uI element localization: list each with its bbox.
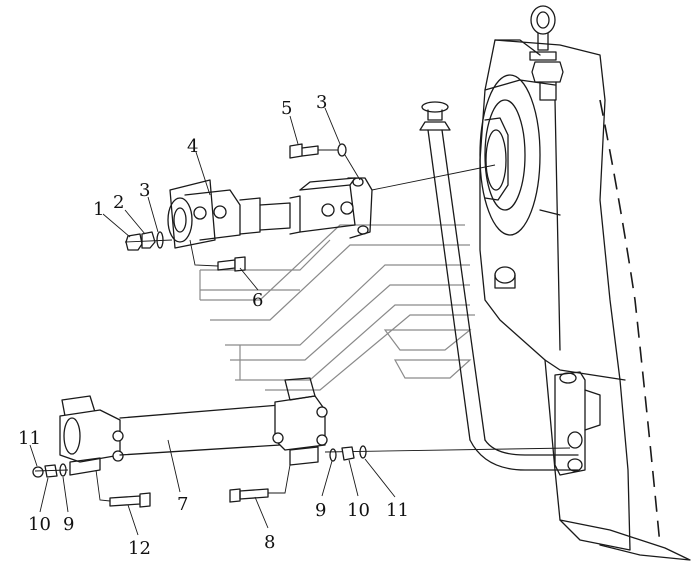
washer-11-left xyxy=(32,466,44,478)
nut-10-left xyxy=(44,464,58,478)
callout-8: 8 xyxy=(264,532,275,553)
bolt-6-axis xyxy=(189,239,219,267)
bolt-12 xyxy=(109,492,151,508)
bolt-5-alignment-line xyxy=(344,154,361,181)
callout-10-right: 10 xyxy=(347,500,370,521)
bolt-8 xyxy=(229,488,269,503)
gearbox-housing xyxy=(479,39,691,561)
callout-9-left: 9 xyxy=(63,514,74,535)
bolt-5 xyxy=(289,143,319,159)
nut-2 xyxy=(141,231,156,249)
callout-7: 7 xyxy=(177,494,188,515)
lower-alignment-line xyxy=(324,447,571,453)
callout-3-right: 3 xyxy=(316,92,327,113)
watermark-logo xyxy=(199,224,475,391)
callout-labels: 1 2 3 3 4 5 6 7 8 9 9 10 10 11 11 12 xyxy=(18,92,409,559)
callout-2: 2 xyxy=(113,192,124,213)
vertical-stay-pipe xyxy=(419,101,579,471)
callout-11-left: 11 xyxy=(18,428,41,449)
callout-5: 5 xyxy=(281,98,292,119)
callout-3-left: 3 xyxy=(139,180,150,201)
upper-hydraulic-cylinder xyxy=(167,177,373,249)
callout-10-left: 10 xyxy=(28,514,51,535)
lower-left-axis xyxy=(34,469,69,472)
callout-4: 4 xyxy=(187,136,198,157)
callout-1: 1 xyxy=(93,199,104,220)
callout-leaders xyxy=(29,107,396,536)
bolt-6 xyxy=(217,256,246,272)
callout-12: 12 xyxy=(128,538,151,559)
top-mount-nut xyxy=(531,61,564,101)
washer-11-right xyxy=(359,445,367,459)
bolt-12-axis xyxy=(95,469,111,502)
washer-3-upper-right xyxy=(337,143,347,157)
nut-10-right xyxy=(341,446,355,461)
upper-alignment-line xyxy=(371,164,496,191)
lifting-eye-bolt xyxy=(529,5,557,61)
washer-9-right xyxy=(329,448,337,462)
left-fastener-axis xyxy=(124,239,173,243)
callout-9-right: 9 xyxy=(315,500,326,521)
bolt-8-axis xyxy=(268,464,291,494)
lower-mounting-bracket xyxy=(554,371,601,476)
lower-hydraulic-cylinder xyxy=(59,377,328,476)
callout-11-right: 11 xyxy=(386,500,409,521)
callout-6: 6 xyxy=(252,290,263,311)
